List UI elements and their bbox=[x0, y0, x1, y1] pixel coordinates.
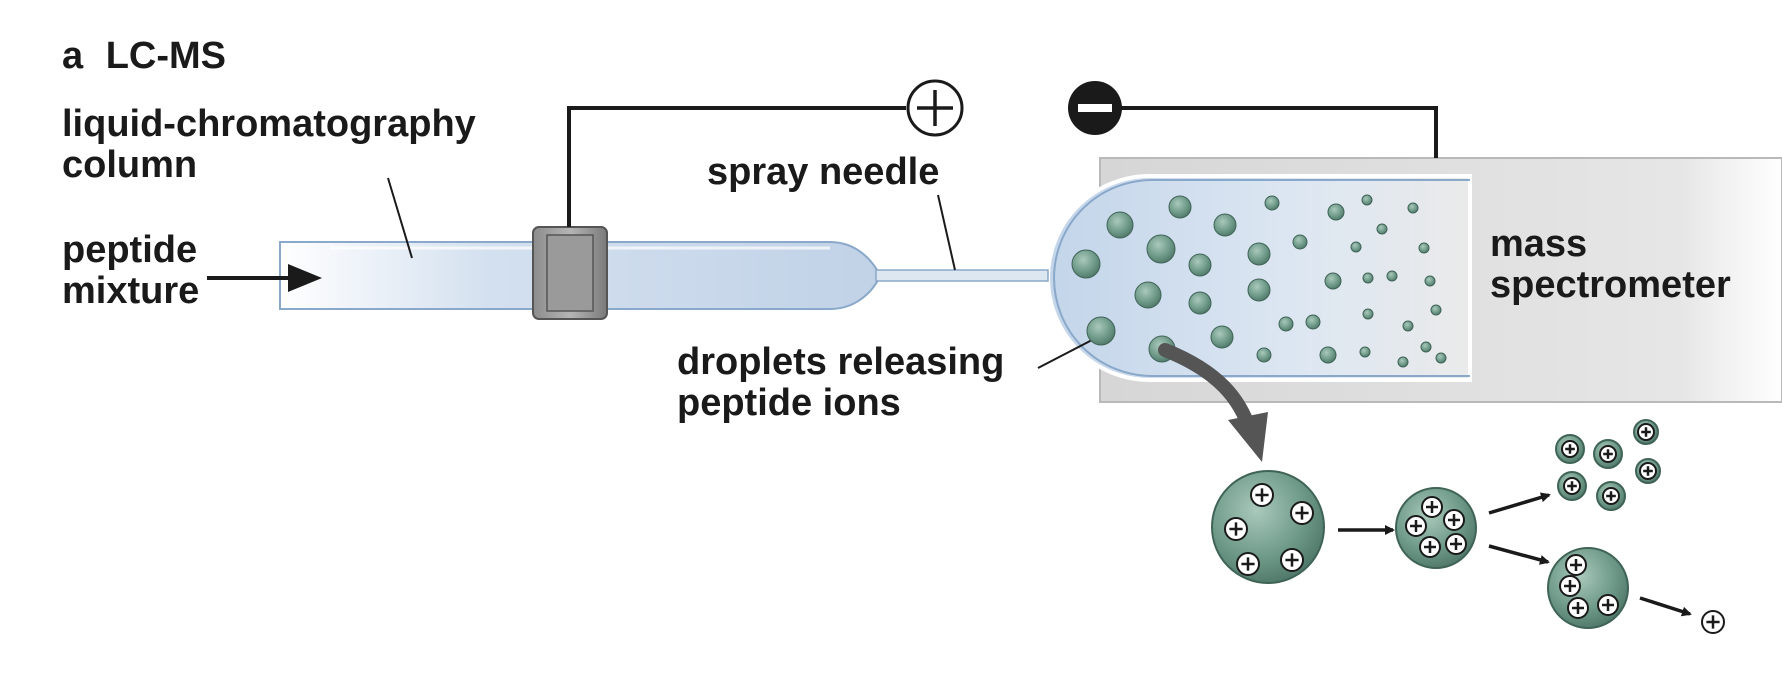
positive-ion-icon bbox=[1637, 423, 1655, 441]
positive-ion-icon bbox=[1445, 533, 1467, 555]
positive-ion-icon bbox=[1443, 509, 1465, 531]
positive-ion-icon bbox=[1599, 445, 1617, 463]
droplet bbox=[1188, 291, 1212, 315]
positive-ion-icon bbox=[1701, 610, 1725, 634]
charged-droplet bbox=[1593, 439, 1623, 469]
droplet bbox=[1188, 253, 1212, 277]
positive-ion-icon bbox=[1561, 440, 1579, 458]
droplet bbox=[1278, 316, 1294, 332]
positive-electrode bbox=[906, 79, 964, 137]
positive-ion-icon bbox=[1602, 487, 1620, 505]
circuit-wire bbox=[567, 106, 1438, 227]
positive-ion-icon bbox=[1250, 483, 1274, 507]
droplet bbox=[1424, 275, 1436, 287]
process-arrow bbox=[1488, 492, 1551, 515]
droplet bbox=[1247, 242, 1271, 266]
column-label: liquid-chromatography column bbox=[62, 103, 476, 187]
droplet bbox=[1376, 223, 1388, 235]
peptide-mixture-label: peptide mixture bbox=[62, 229, 200, 313]
positive-ion-icon bbox=[1290, 501, 1314, 525]
droplet bbox=[1210, 325, 1234, 349]
charged-droplet bbox=[1557, 471, 1587, 501]
mass-spectrometer-line-1: mass bbox=[1490, 223, 1588, 265]
input-arrowhead-icon bbox=[288, 264, 322, 292]
droplet bbox=[1350, 241, 1362, 253]
positive-ion-icon bbox=[1224, 517, 1248, 541]
positive-ion-icon bbox=[1405, 515, 1427, 537]
process-arrow bbox=[1488, 544, 1550, 565]
droplet bbox=[1324, 272, 1342, 290]
droplet bbox=[1407, 202, 1419, 214]
positive-ion-icon bbox=[1563, 477, 1581, 495]
zoom-arrow bbox=[1158, 343, 1268, 462]
positive-ion-icon bbox=[1421, 496, 1443, 518]
mass-spectrometer-line-2: spectrometer bbox=[1490, 264, 1731, 307]
panel-letter: a bbox=[62, 35, 84, 77]
droplet bbox=[1106, 211, 1134, 239]
droplets-label-line-1: droplets releasing bbox=[677, 341, 1005, 383]
mass-spectrometer-label: mass spectrometer bbox=[1490, 223, 1731, 307]
droplet bbox=[1213, 213, 1237, 237]
droplet bbox=[1247, 278, 1271, 302]
charged-droplet bbox=[1395, 487, 1477, 569]
droplet bbox=[1361, 194, 1373, 206]
droplet bbox=[1168, 195, 1192, 219]
droplet bbox=[1146, 234, 1176, 264]
droplet bbox=[1264, 195, 1280, 211]
droplet bbox=[1086, 316, 1116, 346]
charged-droplet bbox=[1635, 458, 1661, 484]
positive-ion-icon bbox=[1236, 552, 1260, 576]
spray-needle-text: spray needle bbox=[707, 151, 940, 193]
charged-droplet bbox=[1633, 419, 1659, 445]
spray-needle bbox=[875, 269, 1049, 282]
droplet bbox=[1319, 346, 1337, 364]
positive-ion-icon bbox=[1559, 575, 1581, 597]
ion-release-sequence bbox=[1211, 419, 1725, 634]
droplet bbox=[1359, 346, 1371, 358]
droplets-label-line-2: peptide ions bbox=[677, 382, 901, 425]
column-clamp bbox=[532, 226, 608, 320]
positive-ion-icon bbox=[1419, 536, 1441, 558]
peptide-mixture-line-2: mixture bbox=[62, 270, 200, 313]
positive-ion-icon bbox=[1565, 554, 1587, 576]
droplet bbox=[1071, 249, 1101, 279]
negative-electrode bbox=[1068, 81, 1122, 135]
droplets-label: droplets releasing peptide ions bbox=[677, 341, 1005, 425]
droplet bbox=[1305, 314, 1321, 330]
column-leader-line bbox=[387, 177, 413, 259]
panel-title: a LC-MS bbox=[62, 35, 227, 77]
droplet bbox=[1327, 203, 1345, 221]
droplet bbox=[1134, 281, 1162, 309]
droplet bbox=[1418, 242, 1430, 254]
positive-ion-icon bbox=[1567, 597, 1589, 619]
droplet bbox=[1362, 272, 1374, 284]
droplet bbox=[1397, 356, 1409, 368]
droplet bbox=[1386, 270, 1398, 282]
droplet bbox=[1362, 308, 1374, 320]
charged-droplet bbox=[1596, 481, 1626, 511]
charged-droplet bbox=[1547, 547, 1629, 629]
positive-ion-icon bbox=[1597, 594, 1619, 616]
droplet bbox=[1435, 352, 1447, 364]
droplet bbox=[1430, 304, 1442, 316]
panel-title-text: LC-MS bbox=[105, 35, 227, 77]
droplet bbox=[1420, 341, 1432, 353]
droplet bbox=[1256, 347, 1272, 363]
column-label-line-2: column bbox=[62, 144, 198, 187]
spray-needle-label: spray needle bbox=[707, 151, 940, 193]
charged-droplet bbox=[1211, 470, 1325, 584]
chamber-droplets bbox=[1071, 194, 1447, 368]
droplet bbox=[1292, 234, 1308, 250]
droplet bbox=[1402, 320, 1414, 332]
positive-ion-icon bbox=[1639, 462, 1657, 480]
process-arrow bbox=[1639, 596, 1692, 617]
peptide-mixture-line-1: peptide bbox=[62, 229, 198, 271]
positive-ion-icon bbox=[1280, 548, 1304, 572]
column-label-line-1: liquid-chromatography bbox=[62, 103, 476, 145]
needle-leader-line bbox=[937, 194, 956, 271]
droplets-leader-line bbox=[1037, 339, 1093, 369]
charged-droplet bbox=[1555, 434, 1585, 464]
